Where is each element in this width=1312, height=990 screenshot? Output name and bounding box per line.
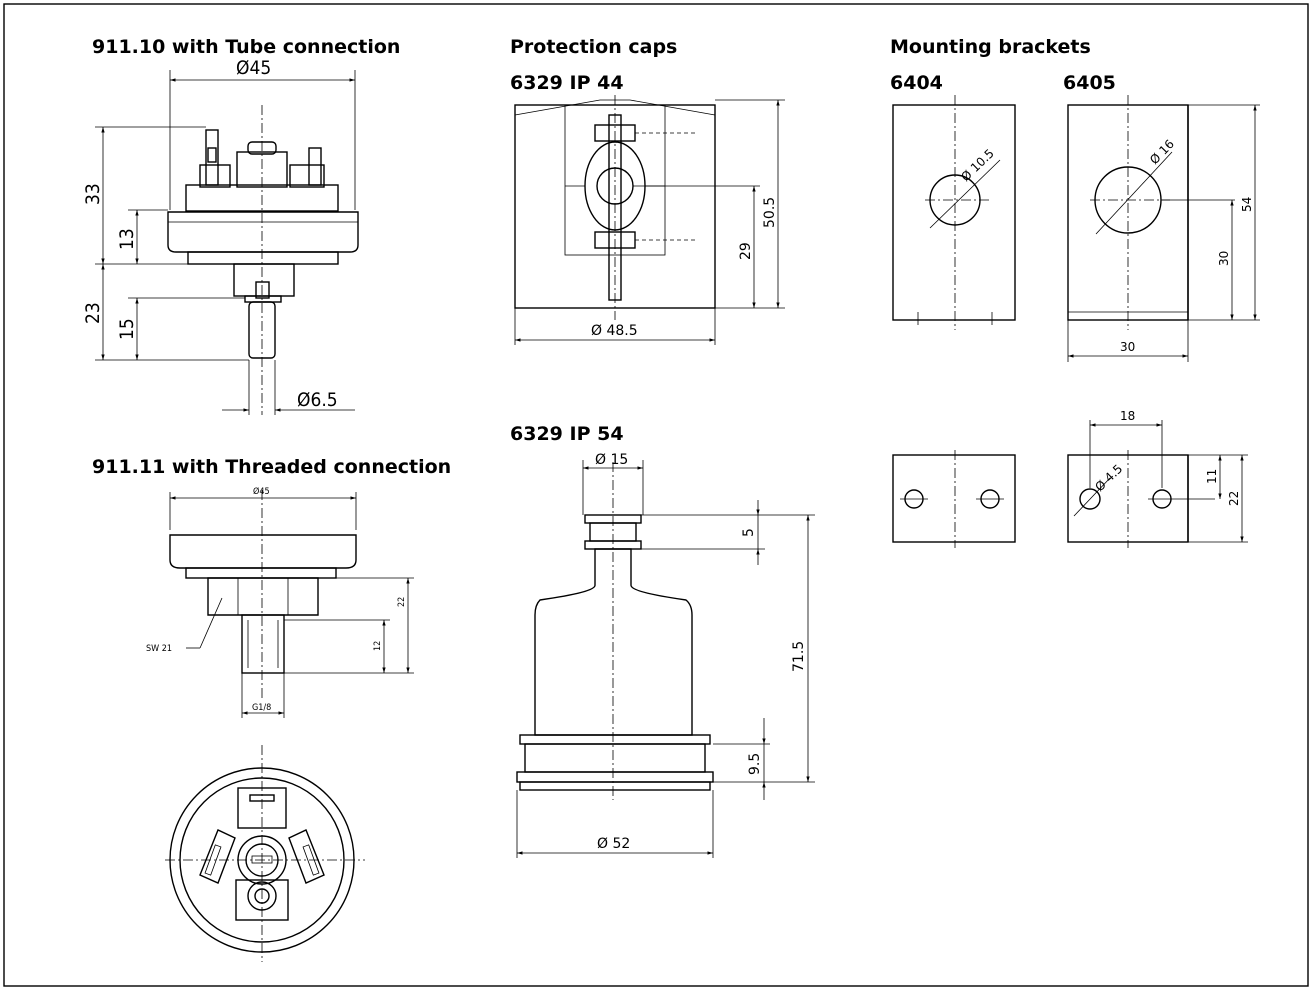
heading-911-10: 911.10 with Tube connection [92,36,400,58]
dim-6405-w18: 18 [1120,409,1135,423]
drawing-6329-ip44 [514,95,785,345]
dim-6405-h11: 11 [1205,469,1219,484]
heading-mounting-brackets: Mounting brackets [890,36,1091,58]
dim-911-10-h13: 13 [116,228,138,250]
dim-ip44-dia48-5: Ø 48.5 [591,323,638,339]
heading-6329-ip44: 6329 IP 44 [510,72,624,94]
dim-911-10-h15: 15 [116,318,138,340]
heading-6329-ip54: 6329 IP 54 [510,423,624,445]
heading-911-11: 911.11 with Threaded connection [92,456,451,478]
dim-ip44-h29: 29 [738,242,754,260]
heading-protection-caps: Protection caps [510,36,677,58]
dim-ip54-dia15: Ø 15 [595,452,628,468]
dim-6405-dia4-5: Ø 4.5 [1092,462,1125,495]
dim-6404-dia10-5: Ø 10.5 [958,146,996,184]
sheet-border [3,3,1309,987]
dim-ip44-h50-5: 50.5 [762,197,778,228]
heading-6405: 6405 [1063,72,1116,94]
dim-911-10-dia45: Ø45 [236,57,271,79]
drawing-bracket-6404 [892,95,1016,548]
dim-6405-h30: 30 [1217,251,1231,266]
drawing-911-10-tube [95,70,359,415]
dim-911-11-h22: 22 [397,597,407,607]
dim-ip54-h71-5: 71.5 [791,641,807,672]
dim-911-11-sw21: SW 21 [146,644,172,654]
dim-ip54-dia52: Ø 52 [597,836,630,852]
dim-911-11-thread: G1/8 [252,703,271,713]
heading-6404: 6404 [890,72,943,94]
dim-ip54-h9-5: 9.5 [747,753,763,775]
dim-911-10-dia-tube: Ø6.5 [297,389,338,411]
dim-911-10-h33: 33 [82,183,104,205]
drawing-bracket-6405 [1067,95,1260,548]
drawing-6329-ip54 [516,460,815,858]
dim-6405-w30: 30 [1120,340,1135,354]
dim-911-11-h12: 12 [373,641,383,651]
dim-6405-h22: 22 [1227,491,1241,506]
drawing-911-bottom-view [165,745,365,962]
drawing-911-11-threaded [169,490,414,718]
dim-6405-h54: 54 [1240,197,1254,212]
dim-911-11-dia45: Ø45 [253,486,270,497]
dim-ip54-h5: 5 [741,528,757,537]
dim-911-10-h23: 23 [82,302,104,324]
